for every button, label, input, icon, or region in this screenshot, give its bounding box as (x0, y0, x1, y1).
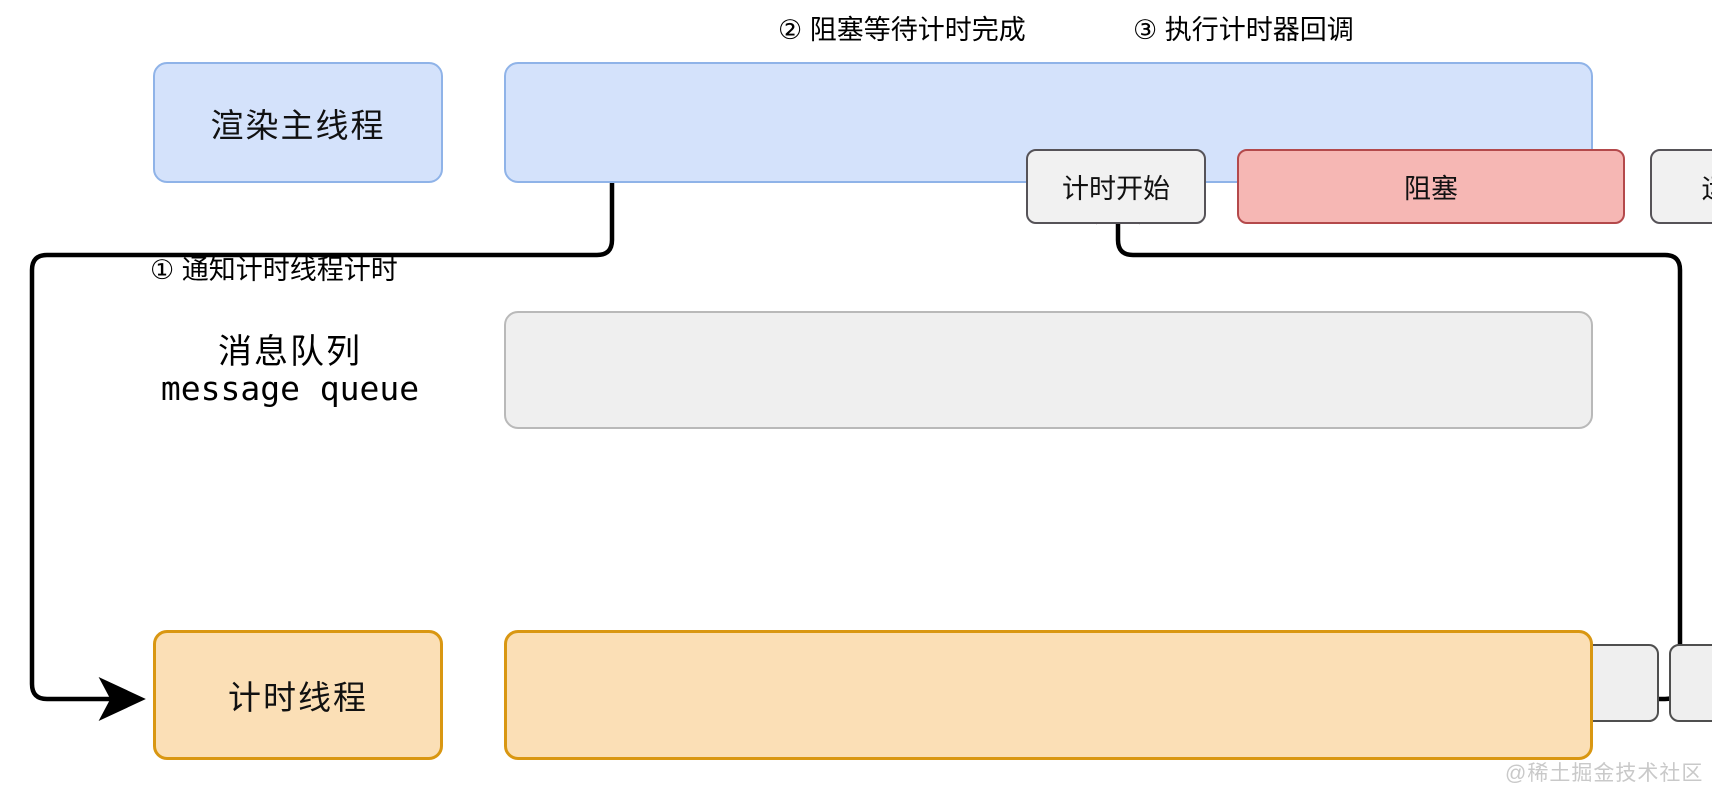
cell-main-start-timing[interactable]: 计时开始 (1026, 149, 1206, 224)
connector-timer-done-callback (1095, 177, 1683, 702)
lane-label-message-queue-en: message queue (160, 369, 420, 409)
cell-main-blocked[interactable]: 阻塞 (1237, 149, 1625, 224)
step-caption-3: ③ 执行计时器回调 (1133, 15, 1354, 45)
lane-track-timer-thread: 计时开始 计时中... 计时结束 (504, 630, 1593, 760)
lane-label-timer-thread-text: 计时线程 (228, 679, 368, 716)
cell-main-run-expired-task[interactable]: 运行到期任务 (1650, 149, 1712, 224)
watermark: @稀土掘金技术社区 (1505, 762, 1704, 785)
step-caption-1: ① 通知计时线程计时 (150, 255, 398, 285)
lane-track-main-thread: 计时开始 阻塞 运行到期任务 (504, 62, 1712, 224)
lane-label-message-queue-cn: 消息队列 (218, 333, 362, 371)
lane-label-main-thread-text: 渲染主线程 (210, 106, 386, 144)
lane-label-main-thread: 渲染主线程 (153, 62, 443, 183)
step-caption-2: ② 阻塞等待计时完成 (778, 15, 1026, 45)
lane-track-message-queue: 任务 任务 任务 任务 (504, 311, 1712, 722)
lane-label-message-queue: 消息队列 message queue (120, 333, 460, 408)
cell-queue-task-4[interactable]: 任务 (1669, 644, 1712, 722)
lane-label-timer-thread: 计时线程 (153, 630, 443, 760)
